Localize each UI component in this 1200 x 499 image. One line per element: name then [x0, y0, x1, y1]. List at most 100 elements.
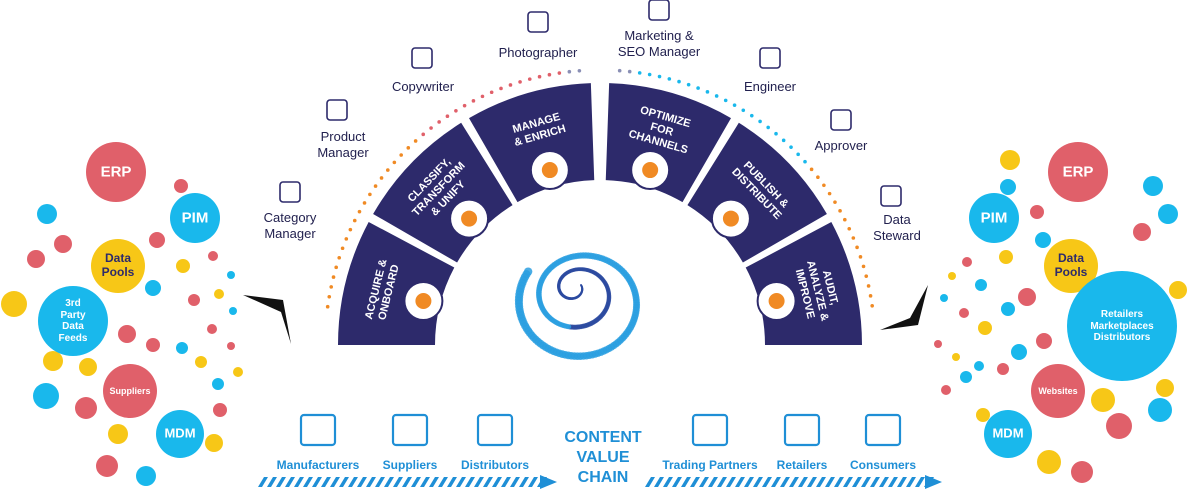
- cloud-dot: [974, 361, 984, 371]
- source-suppliers-circle: [103, 364, 157, 418]
- cloud-dot: [212, 378, 224, 390]
- arc-dot: [329, 285, 334, 289]
- dotted-arc: [325, 68, 874, 309]
- arc-dot: [870, 303, 874, 308]
- arc-dot: [421, 132, 426, 137]
- arc-dot: [344, 237, 349, 241]
- arrow-dash: [285, 477, 295, 487]
- arrow-dash: [267, 477, 277, 487]
- arc-dot: [537, 74, 542, 79]
- arc-dot: [489, 90, 494, 95]
- arc-dot: [392, 160, 397, 165]
- destination-websites-circle: [1031, 364, 1085, 418]
- arc-dot: [637, 71, 642, 75]
- arc-dot: [741, 108, 746, 113]
- source-mdm-label: MDM: [164, 425, 196, 441]
- thumbs-up-icon: [830, 109, 852, 131]
- arc-dot: [334, 265, 338, 270]
- arc-dot: [861, 264, 866, 269]
- source-data-pools-label: Data Pools: [101, 251, 135, 279]
- arrow-dash: [906, 477, 916, 487]
- cloud-dot: [948, 272, 956, 280]
- arc-dot: [462, 103, 467, 108]
- arc-dot: [657, 74, 662, 79]
- cloud-dot: [33, 383, 59, 409]
- cloud-dot: [43, 351, 63, 371]
- arrow-dash: [312, 477, 322, 487]
- arrow-dash: [780, 477, 790, 487]
- cloud-dot: [176, 342, 188, 354]
- source-mdm-circle: [156, 410, 204, 458]
- arc-dot: [399, 153, 403, 157]
- cloud-dot: [174, 179, 188, 193]
- arc-dot: [454, 108, 458, 113]
- gear-network-icon-glyph: [541, 162, 558, 179]
- cloud-dot: [145, 280, 161, 296]
- arrow-dash: [429, 477, 439, 487]
- arc-dot: [822, 183, 826, 188]
- arrow-dash: [690, 477, 700, 487]
- arrow-dash: [888, 477, 898, 487]
- arrow-dash: [915, 477, 925, 487]
- arc-dot: [429, 126, 433, 130]
- arc-dot: [337, 255, 342, 260]
- cloud-dot: [229, 307, 237, 315]
- destination-data-pools-label: Data Pools: [1054, 251, 1088, 279]
- arc-dot: [677, 79, 681, 84]
- database-person-icon: [880, 185, 902, 207]
- cloud-dot: [1169, 281, 1187, 299]
- analytics-screen-icon: [648, 0, 670, 21]
- arrow-dash: [645, 477, 655, 487]
- arrow-dash: [501, 477, 511, 487]
- source-third-party-label: 3rd Party Data Feeds: [58, 298, 88, 344]
- arc-dot: [627, 69, 632, 74]
- cloud-dot: [941, 385, 951, 395]
- destination-websites-label: Websites: [1038, 385, 1078, 396]
- arc-dot: [499, 86, 503, 91]
- people-network-icon: [691, 413, 729, 447]
- arrow-dash: [474, 477, 484, 487]
- arrow-dash: [465, 477, 475, 487]
- cloud-dot: [959, 308, 969, 318]
- arc-dot: [413, 139, 418, 143]
- arrow-dash: [375, 477, 385, 487]
- arc-dot: [567, 69, 572, 74]
- cloud-dot: [1037, 450, 1061, 474]
- cloud-dot: [960, 371, 972, 383]
- arrow-dash: [510, 477, 520, 487]
- cloud-dot: [1011, 344, 1027, 360]
- arrow-head-left-group: [540, 475, 557, 489]
- arrow-dash: [717, 477, 727, 487]
- cloud-dot: [227, 271, 235, 279]
- arc-dot: [437, 120, 441, 124]
- cloud-dot: [213, 403, 227, 417]
- arrow-dash: [807, 477, 817, 487]
- arrow-dash: [897, 477, 907, 487]
- camera-person-icon: [527, 11, 549, 33]
- cloud-dot: [1091, 388, 1115, 412]
- cloud-dot: [176, 259, 190, 273]
- cloud-dot: [207, 324, 217, 334]
- arrow-dash: [681, 477, 691, 487]
- arc-dot: [781, 138, 786, 143]
- role-product-manager: Product Manager: [317, 129, 369, 160]
- arrow-dash: [258, 477, 268, 487]
- arrow-dash: [861, 477, 871, 487]
- cloud-dot: [1143, 176, 1163, 196]
- org-chart-icon: [279, 181, 301, 203]
- arc-dot: [325, 304, 330, 309]
- source-data-pools-circle: [91, 239, 145, 293]
- arc-dot: [647, 72, 652, 77]
- cloud-dot: [999, 250, 1013, 264]
- arc-dot: [749, 113, 754, 118]
- arc-dot: [547, 72, 552, 77]
- arc-dot: [480, 94, 485, 99]
- cloud-dot: [975, 279, 987, 291]
- cloud-dot: [940, 294, 948, 302]
- left-dot-cloud: [1, 179, 243, 486]
- arrow-dash: [735, 477, 745, 487]
- arrow-dash: [816, 477, 826, 487]
- arrow-dash: [384, 477, 394, 487]
- arc-dot: [868, 294, 873, 298]
